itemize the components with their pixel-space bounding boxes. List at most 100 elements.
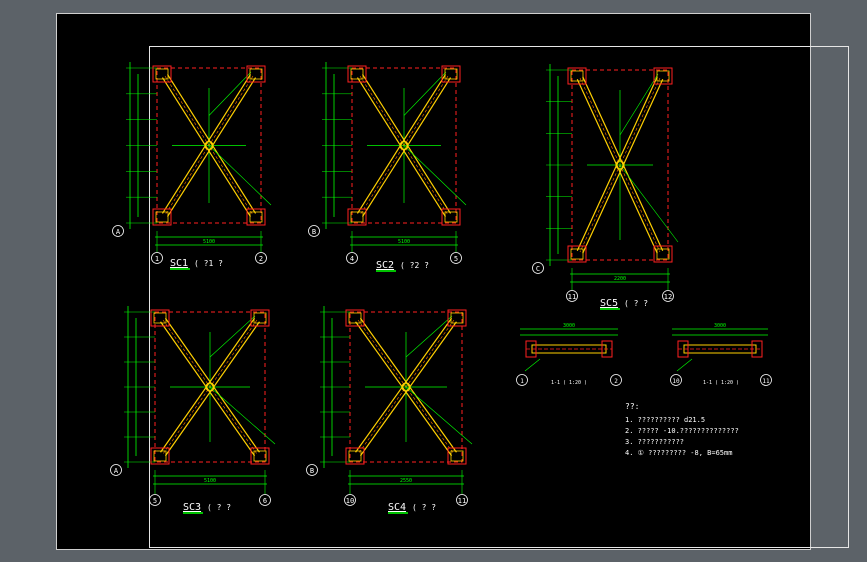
corner-gusset bbox=[253, 312, 267, 324]
corner-gusset bbox=[570, 248, 584, 260]
grid-br-bubble bbox=[255, 252, 267, 264]
brace-member bbox=[356, 74, 446, 214]
grid-br: 6 bbox=[263, 497, 267, 505]
end-plate bbox=[677, 340, 689, 358]
grid-br-bubble bbox=[259, 494, 271, 506]
grid-left: A bbox=[114, 467, 119, 475]
corner-gusset bbox=[152, 65, 172, 83]
leader-line bbox=[403, 145, 467, 206]
grid-left: B bbox=[310, 467, 314, 475]
grid-left: B bbox=[312, 228, 316, 236]
center-gusset bbox=[615, 160, 625, 170]
panel-title: SC2 bbox=[376, 260, 394, 271]
corner-gusset bbox=[656, 70, 670, 82]
grid-left-bubble bbox=[306, 464, 318, 476]
beam-dimension: 3000 bbox=[563, 323, 575, 329]
grid-bl: 10 bbox=[346, 497, 354, 505]
brace-member bbox=[355, 317, 453, 453]
corner-gusset bbox=[150, 447, 170, 465]
grid-bubble bbox=[670, 374, 682, 386]
brace-member bbox=[167, 77, 257, 217]
leader-line bbox=[209, 315, 256, 358]
corner-gusset bbox=[153, 312, 167, 324]
end-plate bbox=[751, 340, 763, 358]
brace-member bbox=[359, 317, 457, 453]
grid-bubble bbox=[516, 374, 528, 386]
leader-line bbox=[619, 164, 679, 243]
grid-bl: 11 bbox=[568, 293, 576, 301]
panel-title: SC4 bbox=[388, 502, 406, 513]
grid-label: 2 bbox=[614, 378, 618, 385]
grid-left-bubble bbox=[112, 225, 124, 237]
center-gusset bbox=[204, 140, 214, 151]
grid-bl-bubble bbox=[149, 494, 161, 506]
brace-member bbox=[164, 317, 260, 453]
corner-gusset bbox=[250, 309, 270, 327]
panel-subtitle: ( ?1 ? bbox=[194, 259, 223, 268]
grid-left-bubble bbox=[532, 262, 544, 274]
corner-gusset bbox=[249, 211, 263, 223]
corner-gusset bbox=[450, 312, 464, 324]
corner-gusset bbox=[653, 67, 673, 85]
brace-member bbox=[160, 317, 256, 453]
corner-gusset bbox=[347, 65, 367, 83]
panel-subtitle: ( ?2 ? bbox=[400, 261, 429, 270]
corner-gusset bbox=[444, 68, 458, 80]
grid-left-bubble bbox=[308, 225, 320, 237]
grid-bl-bubble bbox=[344, 494, 356, 506]
leader-line bbox=[209, 386, 276, 445]
corner-gusset bbox=[441, 65, 461, 83]
brace-member bbox=[576, 76, 658, 251]
brace-member bbox=[161, 77, 251, 217]
corner-gusset bbox=[345, 447, 365, 465]
bottom-dimension: 5100 bbox=[398, 239, 410, 245]
note-line-1: 1. ?????????? d21.5 bbox=[625, 416, 705, 424]
grid-label: 11 bbox=[762, 378, 770, 385]
leader-line bbox=[208, 145, 272, 206]
grid-left: C bbox=[536, 265, 540, 273]
grid-label: 10 bbox=[672, 378, 680, 385]
grid-br-bubble bbox=[450, 252, 462, 264]
note-line-2: 2. ????? -10.?????????????? bbox=[625, 427, 739, 435]
grid-bl: 5 bbox=[153, 497, 157, 505]
note-line-3: 3. ??????????? bbox=[625, 438, 684, 446]
brace-member bbox=[161, 74, 251, 214]
grid-br-bubble bbox=[456, 494, 468, 506]
beam-dimension: 3000 bbox=[714, 323, 726, 329]
grid-bl-bubble bbox=[151, 252, 163, 264]
bottom-dimension: 5100 bbox=[204, 478, 216, 484]
bottom-dimension: 2200 bbox=[614, 276, 626, 282]
corner-gusset bbox=[441, 208, 461, 226]
corner-gusset bbox=[567, 67, 587, 85]
corner-gusset bbox=[350, 68, 364, 80]
leader-line bbox=[405, 386, 473, 445]
grid-bl-bubble bbox=[346, 252, 358, 264]
notes-heading: ??: bbox=[625, 402, 639, 411]
corner-gusset bbox=[450, 450, 464, 462]
corner-gusset bbox=[253, 450, 267, 462]
corner-gusset bbox=[246, 208, 266, 226]
corner-gusset bbox=[444, 211, 458, 223]
brace-member bbox=[576, 79, 658, 254]
panel-title: SC1 bbox=[170, 258, 188, 269]
bottom-dimension: 2550 bbox=[400, 478, 412, 484]
brace-member bbox=[582, 76, 664, 251]
leader-line bbox=[619, 73, 659, 136]
brace-member bbox=[582, 79, 664, 254]
grid-left-bubble bbox=[110, 464, 122, 476]
corner-gusset bbox=[350, 211, 364, 223]
grid-br: 11 bbox=[458, 497, 466, 505]
end-plate bbox=[525, 340, 537, 358]
brace-member bbox=[362, 77, 452, 217]
corner-gusset bbox=[447, 447, 467, 465]
corner-gusset bbox=[150, 309, 170, 327]
corner-gusset bbox=[155, 211, 169, 223]
grid-left: A bbox=[116, 228, 121, 236]
